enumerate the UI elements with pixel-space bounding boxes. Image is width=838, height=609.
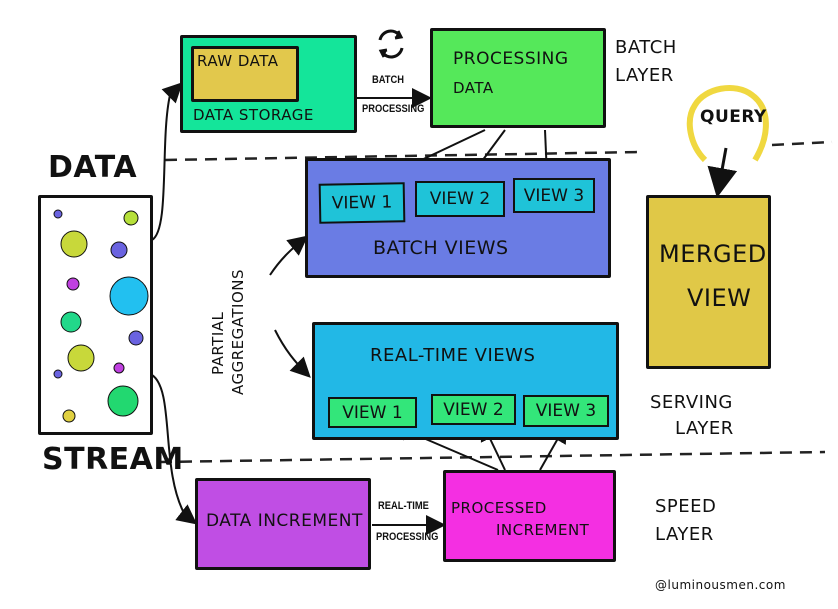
batch-views-box: VIEW 1 VIEW 2 VIEW 3 BATCH VIEWS <box>305 158 611 278</box>
increment-label: INCREMENT <box>496 521 590 539</box>
realtime-view-2: VIEW 2 <box>431 394 516 425</box>
stream-label: STREAM <box>42 442 184 477</box>
realtime-views-label: REAL-TIME VIEWS <box>370 345 536 366</box>
serving-layer-label-2: LAYER <box>675 418 734 439</box>
batch-label: BATCH <box>372 74 405 86</box>
aggregations-label: AGGREGATIONS <box>229 269 247 395</box>
processing-data-label-1: PROCESSING <box>453 49 569 69</box>
partial-label: PARTIAL <box>209 311 227 375</box>
speed-layer-label: SPEED LAYER <box>655 493 716 549</box>
data-increment-box: DATA INCREMENT <box>195 478 371 570</box>
realtime-view-3: VIEW 3 <box>523 395 609 427</box>
batch-layer-label: BATCH LAYER <box>615 34 677 90</box>
refresh-cycle-icon <box>378 29 404 59</box>
processed-increment-box: PROCESSED INCREMENT <box>443 470 616 562</box>
real-time-label: REAL-TIME <box>378 500 429 512</box>
serving-layer-label: SERVING LAYER <box>650 390 734 442</box>
batch-views-label: BATCH VIEWS <box>373 237 509 259</box>
merged-label: MERGED <box>659 240 767 268</box>
processing-data-box: PROCESSING DATA <box>430 28 606 128</box>
data-stream-box <box>38 195 153 435</box>
arrow-stream-to-storage <box>151 82 183 241</box>
batch-view-2: VIEW 2 <box>415 181 505 217</box>
processing-label: PROCESSING <box>362 103 425 115</box>
data-points <box>53 209 149 423</box>
data-storage-box: RAW DATA DATA STORAGE <box>180 35 357 133</box>
raw-data-label: RAW DATA <box>197 52 279 70</box>
realtime-view-1: VIEW 1 <box>328 397 417 428</box>
speed-layer-label-1: SPEED <box>655 496 717 517</box>
query-bulb-outline <box>686 85 769 163</box>
batch-view-1: VIEW 1 <box>318 182 406 224</box>
batch-layer-label-1: BATCH <box>615 37 677 58</box>
query-label: QUERY <box>700 107 767 127</box>
credit-label: @luminousmen.com <box>655 578 786 592</box>
data-increment-label: DATA INCREMENT <box>206 511 363 531</box>
speed-layer-divider <box>159 450 826 464</box>
rt-processing-label: PROCESSING <box>376 531 439 543</box>
raw-data-box: RAW DATA <box>191 46 299 102</box>
data-label: DATA <box>48 150 138 185</box>
arrow-query-to-merged <box>707 147 738 198</box>
speed-layer-label-2: LAYER <box>655 524 714 545</box>
processed-label: PROCESSED <box>451 499 547 517</box>
batch-layer-divider-right <box>771 140 833 147</box>
realtime-views-box: REAL-TIME VIEWS VIEW 1 VIEW 2 VIEW 3 <box>312 322 619 440</box>
merged-view-box: MERGED VIEW <box>646 195 771 369</box>
processing-data-label-2: DATA <box>453 79 494 97</box>
arrow-partial-to-realtime <box>274 329 311 378</box>
batch-layer-label-2: LAYER <box>615 65 674 86</box>
arrow-stream-to-increment <box>151 374 198 525</box>
view-label: VIEW <box>687 284 752 312</box>
serving-layer-label-1: SERVING <box>650 392 733 413</box>
arrow-partial-to-batch <box>269 235 309 276</box>
partial-aggregations-label: PARTIAL AGGREGATIONS <box>208 269 248 395</box>
data-storage-label: DATA STORAGE <box>193 106 314 124</box>
batch-view-3: VIEW 3 <box>513 178 595 213</box>
